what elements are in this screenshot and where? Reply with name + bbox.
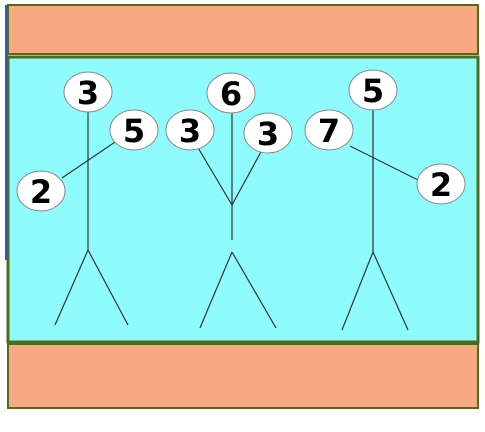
number-circle-left-arm-upper: 5 xyxy=(109,109,159,151)
top-band xyxy=(7,4,479,55)
number-circle-right-head: 5 xyxy=(348,69,398,111)
middle-arm-right-value: 3 xyxy=(257,115,279,153)
bottom-band xyxy=(7,343,479,409)
leg-right xyxy=(87,249,129,326)
stick-figure-right xyxy=(341,108,419,331)
left-arm-lower-value: 2 xyxy=(30,173,52,211)
number-circle-middle-arm-right: 3 xyxy=(243,112,293,154)
number-circle-left-arm-lower: 2 xyxy=(16,170,66,212)
number-circle-middle-head: 6 xyxy=(206,72,256,114)
number-circle-right-arm-upper: 7 xyxy=(304,109,354,151)
arm-line xyxy=(349,145,419,181)
right-head-value: 5 xyxy=(362,72,384,110)
leg-left xyxy=(199,251,233,329)
arm-line xyxy=(61,139,119,179)
arm-left xyxy=(196,145,233,206)
left-arm-upper-value: 5 xyxy=(123,112,145,150)
number-circle-left-head: 3 xyxy=(63,71,113,113)
leg-right xyxy=(372,251,409,331)
leg-right xyxy=(231,251,277,329)
leg-left xyxy=(341,251,374,331)
stick-figure-left xyxy=(54,110,129,326)
leg-left xyxy=(54,249,89,326)
stick-figure-middle xyxy=(196,110,277,329)
right-arm-lower-value: 2 xyxy=(430,166,452,204)
middle-head-value: 6 xyxy=(220,75,242,113)
arm-right xyxy=(231,149,263,206)
left-head-value: 3 xyxy=(77,74,99,112)
right-arm-upper-value: 7 xyxy=(318,112,340,150)
middle-arm-left-value: 3 xyxy=(179,112,201,150)
left-edge-stripe xyxy=(5,5,8,260)
number-circle-right-arm-lower: 2 xyxy=(416,163,466,205)
number-circle-middle-arm-left: 3 xyxy=(165,109,215,151)
